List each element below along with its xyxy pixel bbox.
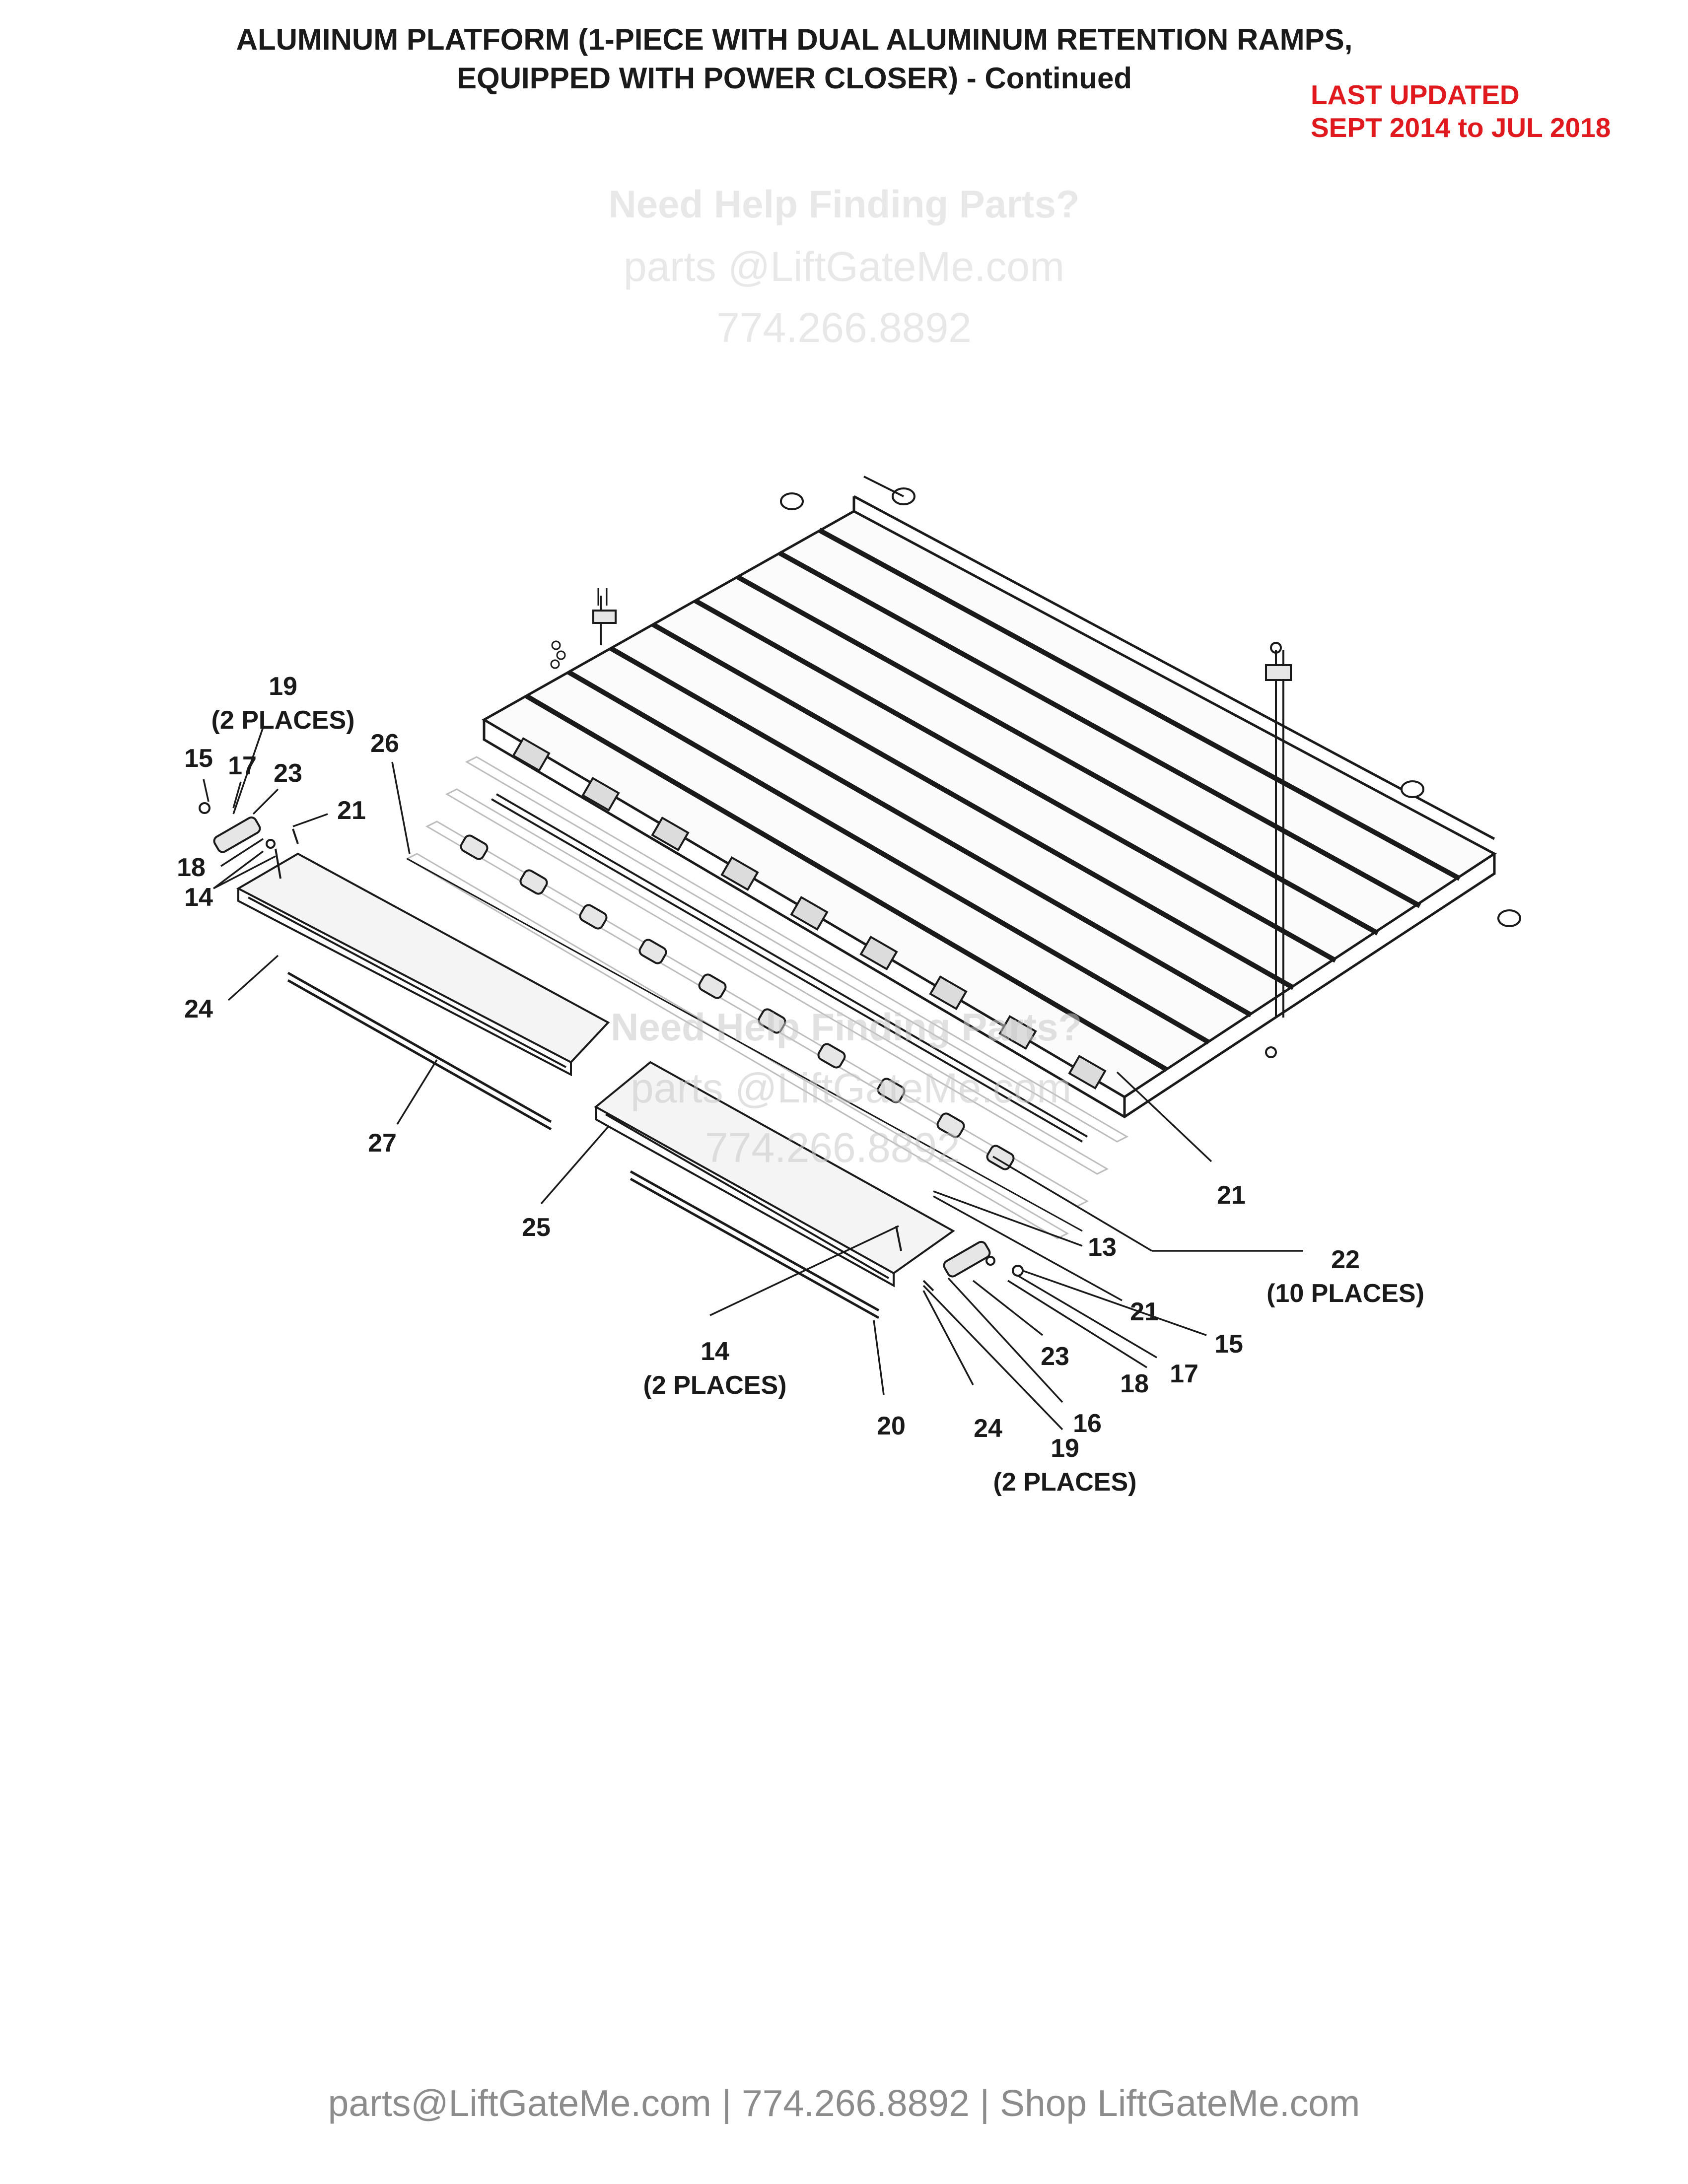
- last-updated-notice: LAST UPDATED SEPT 2014 to JUL 2018: [1311, 78, 1611, 144]
- callout-19a: 19(2 PLACES): [211, 672, 355, 735]
- retention-ramp-left: [236, 852, 610, 1077]
- platform-slats: [525, 528, 1461, 1072]
- callout-13: 13: [1088, 1233, 1117, 1262]
- pin-26: [407, 858, 1083, 1232]
- callout-27: 27: [368, 1129, 397, 1158]
- hardware-bolts-left: [550, 588, 608, 669]
- callout-23a: 23: [274, 759, 302, 788]
- watermark-email: parts @LiftGateMe.com: [623, 243, 1065, 290]
- callout-14a: 14: [184, 883, 213, 912]
- callout-22: 22(10 PLACES): [1266, 1245, 1424, 1308]
- hinge-pin-13: [491, 793, 1088, 1143]
- callout-17a: 17: [228, 751, 257, 780]
- callout-24b: 24: [974, 1414, 1002, 1443]
- ramp-spring-27: [287, 971, 552, 1131]
- ramp-shaft-guides: [405, 756, 1129, 1239]
- callout-26: 26: [370, 729, 399, 758]
- callout-14b: 14(2 PLACES): [643, 1337, 787, 1400]
- callout-23b: 23: [1041, 1342, 1069, 1371]
- callout-18a: 18: [177, 853, 206, 882]
- closer-hardware-right: [895, 1226, 1024, 1292]
- page-title-line2: EQUIPPED WITH POWER CLOSER) - Continued: [457, 62, 1132, 95]
- watermark-overlay-help: Need Help Finding Parts?: [611, 1005, 1082, 1049]
- callout-15a: 15: [184, 744, 213, 773]
- roller-bushings: [780, 487, 1521, 927]
- watermark-phone: 774.266.8892: [716, 304, 972, 351]
- closer-hardware-left: [199, 802, 299, 879]
- page-title-line1: ALUMINUM PLATFORM (1-PIECE WITH DUAL ALU…: [236, 23, 1353, 56]
- last-updated-range: SEPT 2014 to JUL 2018: [1311, 112, 1611, 143]
- callout-16: 16: [1073, 1409, 1102, 1438]
- callout-25: 25: [522, 1213, 551, 1242]
- callout-19b: 19(2 PLACES): [993, 1434, 1137, 1497]
- callout-18b: 18: [1120, 1369, 1149, 1398]
- callout-labels: 19(2 PLACES) 15 17 23 26 21 18 14 24 27 …: [177, 672, 1424, 1497]
- callout-15b: 15: [1214, 1330, 1243, 1359]
- callout-17b: 17: [1170, 1360, 1198, 1388]
- callout-21a: 21: [337, 796, 366, 825]
- callout-21c: 21: [1130, 1297, 1159, 1326]
- last-updated-label: LAST UPDATED: [1311, 79, 1520, 110]
- callout-20: 20: [877, 1412, 906, 1440]
- watermark-help: Need Help Finding Parts?: [608, 182, 1080, 226]
- footer-contact: parts@LiftGateMe.com | 774.266.8892 | Sh…: [328, 2082, 1360, 2124]
- chain-hangers: [592, 476, 1292, 1058]
- platform-hinge-row: [512, 737, 1107, 1090]
- retention-ramp-right: [594, 1061, 955, 1288]
- platform-frame: [481, 495, 1497, 1118]
- callout-24a: 24: [184, 995, 213, 1024]
- ramp-bushings-22: [460, 834, 1015, 1170]
- watermark-overlay-email: parts @LiftGateMe.com: [631, 1065, 1072, 1111]
- callout-21b: 21: [1217, 1181, 1246, 1210]
- watermark-overlay-phone: 774.266.8892: [705, 1124, 960, 1171]
- ramp-spring-20: [630, 1170, 880, 1319]
- leader-lines: [203, 727, 1303, 1431]
